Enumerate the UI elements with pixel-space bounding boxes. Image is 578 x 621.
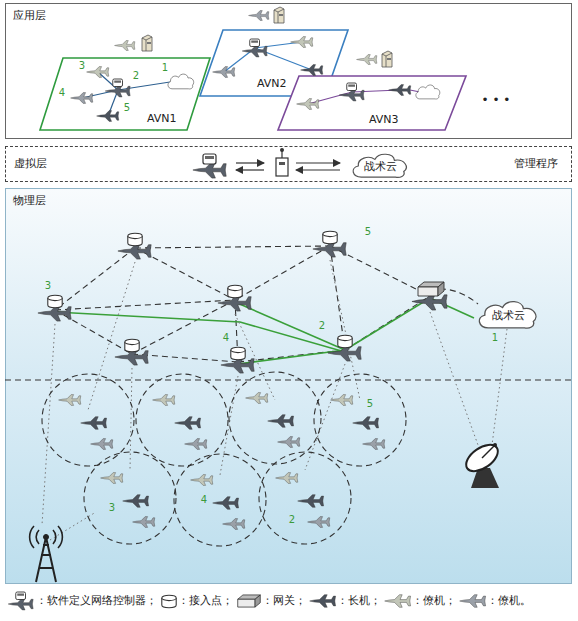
node-label: AVN1 — [147, 112, 177, 125]
ellipsis-mark: • • • — [482, 94, 511, 106]
legend-text: ：接入点； — [178, 594, 233, 608]
legend-icon — [236, 594, 262, 608]
callout-number: 3 — [109, 502, 115, 514]
legend-item: ：僚机； — [384, 594, 456, 608]
legend-text: ：网关； — [262, 594, 306, 608]
parallelogram-outline — [40, 58, 210, 130]
legend-icon — [8, 592, 33, 610]
legend-icon — [162, 595, 176, 608]
legend-text: ：僚机。 — [487, 594, 531, 608]
node-label: 应用层 — [13, 9, 46, 22]
layer-panel: 应用层 AVN1 AVN2AVN3 — [5, 3, 572, 139]
legend-icon — [310, 595, 336, 608]
legend-item: ：软件定义网络控制器； — [6, 591, 157, 611]
legend-item: ：僚机。 — [459, 594, 531, 608]
callout-number: 5 — [365, 226, 371, 238]
callout-number: 3 — [45, 280, 51, 292]
legend-icon — [309, 594, 337, 608]
node-label: 管理程序 — [514, 157, 558, 170]
avn-plane: AVN3 — [277, 75, 467, 131]
legend-item: ：长机； — [309, 594, 381, 608]
legend-item: ：接入点； — [160, 594, 233, 609]
node-label: AVN3 — [369, 113, 399, 126]
node-label: 虚拟层 — [14, 157, 47, 170]
callout-number: 5 — [124, 102, 130, 114]
cloud-label: 战术云 — [349, 153, 411, 181]
callout-number: 1 — [162, 62, 168, 74]
callout-number: 5 — [367, 398, 373, 410]
legend-icon — [6, 591, 36, 611]
callout-number: 4 — [201, 494, 207, 506]
legend-icon — [459, 594, 487, 608]
legend-item: ：网关； — [236, 594, 306, 608]
legend: ：软件定义网络控制器； ：接入点； ：网关； ：长机； ：僚机； ：僚机。 — [6, 591, 534, 611]
parallelogram-outline — [278, 76, 466, 130]
callout-number: 4 — [223, 332, 229, 344]
node-label: AVN2 — [257, 77, 287, 90]
virtual-layer-band: 虚拟层 管理程序 战术云 — [5, 146, 572, 182]
legend-icon — [460, 595, 486, 608]
callout-number: 4 — [59, 87, 65, 99]
legend-icon — [384, 594, 412, 608]
legend-text: ：长机； — [337, 594, 381, 608]
legend-icon — [385, 595, 411, 608]
node-label: 物理层 — [13, 194, 46, 207]
callout-number: 2 — [289, 514, 295, 526]
callout-number: 3 — [79, 60, 85, 72]
callout-number: 2 — [133, 70, 139, 82]
callout-number: 1 — [492, 332, 498, 344]
callout-number: 2 — [319, 320, 325, 332]
tactical-cloud: 战术云 — [475, 298, 541, 330]
legend-text: ：软件定义网络控制器； — [36, 594, 157, 608]
tactical-cloud: 战术云 — [349, 151, 411, 179]
cloud-label: 战术云 — [475, 300, 541, 332]
legend-icon — [238, 595, 261, 607]
layer-panel: 物理层战术云 — [5, 188, 572, 584]
legend-icon — [160, 594, 178, 609]
legend-text: ：僚机； — [412, 594, 456, 608]
